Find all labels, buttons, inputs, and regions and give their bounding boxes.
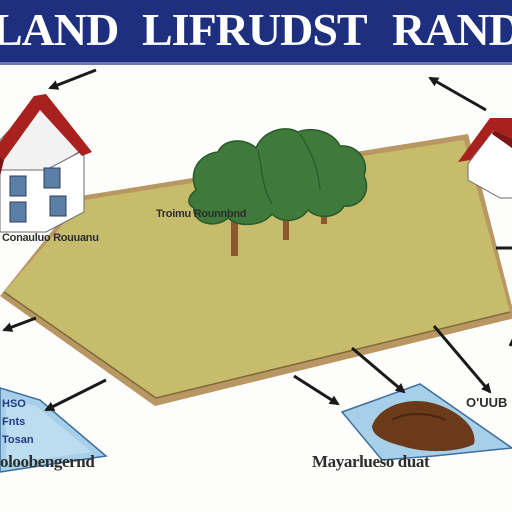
arrow-icon	[432, 325, 492, 394]
house-roof-shadow	[0, 156, 4, 176]
soil-pile-icon	[372, 400, 475, 452]
house-roof	[0, 94, 92, 160]
house-icon	[458, 118, 512, 199]
arrow-icon	[44, 378, 107, 412]
field-left-edge	[3, 291, 157, 399]
arrow-icon	[2, 316, 37, 332]
title-part-3: RAND	[392, 4, 512, 55]
tree-canopy	[188, 128, 368, 226]
arrow-icon	[508, 338, 512, 347]
sheet-label: Fnts	[2, 416, 26, 428]
house-window	[9, 201, 27, 223]
house-window	[49, 195, 67, 217]
field-front-edge	[155, 311, 511, 399]
house-icon	[0, 94, 92, 233]
field-plot	[0, 134, 512, 406]
sheet-label: Tosan	[2, 434, 34, 446]
field-label-top: Troimu Rounnbnd	[156, 208, 247, 220]
field-surface	[4, 140, 510, 398]
sheet-panel-inner	[6, 398, 92, 464]
caption-right: Mayarlueso duat	[312, 452, 430, 471]
title-banner	[0, 0, 512, 62]
house-roof	[458, 118, 512, 162]
house-window	[43, 167, 61, 189]
caption-left: oloobengernd	[0, 452, 95, 471]
field-label-left: Conauluo Rouuanu	[2, 232, 99, 244]
tree-canopy-line	[299, 133, 321, 191]
banner-rule	[0, 62, 512, 65]
right-label: O'UUB	[466, 395, 508, 410]
title-part-1: LAND	[0, 4, 119, 55]
arrow-icon	[428, 76, 487, 112]
tree-trunk	[231, 206, 238, 256]
title-part-2: LIFRUDST	[142, 4, 368, 55]
sheet-label: HSO	[2, 398, 26, 410]
arrow-icon	[48, 68, 97, 90]
sheet-left	[0, 387, 108, 473]
arrow-icon	[293, 374, 340, 406]
sheet-right	[340, 383, 512, 461]
tree-icon	[188, 128, 368, 256]
tree-canopy-line	[257, 149, 273, 205]
arrow-icon	[351, 346, 406, 394]
house-roof-shadow	[492, 130, 512, 148]
soil-pile-ridge	[391, 413, 447, 421]
house-window	[9, 175, 27, 197]
